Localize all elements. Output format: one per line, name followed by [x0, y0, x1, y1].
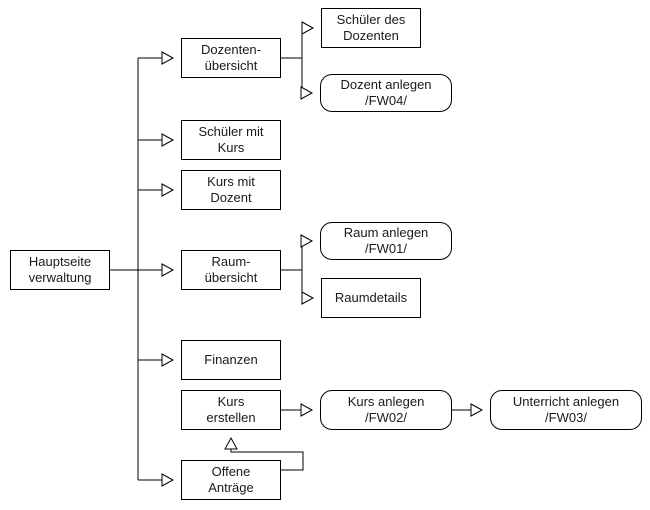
node-label-schueler_kurs: Schüler mit Kurs [198, 124, 264, 155]
edge-kurs-erstellen-kurs-anlegen [281, 403, 314, 417]
edge-raum-raumdetails [301, 291, 315, 305]
node-hauptseite[interactable]: Hauptseite verwaltung [10, 250, 110, 290]
edge-kurs-erstellen-kurs-anlegen-arrowhead [300, 403, 314, 417]
edge-trunk-dozenten-arrowhead [161, 51, 175, 65]
node-raum[interactable]: Raum- übersicht [181, 250, 281, 290]
node-label-raumdetails: Raumdetails [334, 290, 408, 305]
node-raumdetails[interactable]: Raumdetails [321, 278, 421, 318]
node-label-offene: Offene Anträge [208, 464, 254, 495]
node-unterricht[interactable]: Unterricht anlegen /FW03/ [490, 390, 642, 430]
node-raum_anlegen[interactable]: Raum anlegen /FW01/ [320, 222, 452, 260]
node-label-dozent_anlegen: Dozent anlegen /FW04/ [340, 77, 432, 108]
edge-trunk-offene-arrowhead [161, 473, 175, 487]
node-label-hauptseite: Hauptseite verwaltung [28, 254, 92, 285]
edge-trunk-finanzen [138, 353, 175, 367]
edge-dozenten-schueler-des-arrowhead [301, 21, 315, 35]
edge-dozenten-dozent-anlegen [300, 86, 314, 100]
edge-offene-kurs-erstellen-arrowhead [224, 436, 238, 450]
edge-dozenten-dozent-anlegen-arrowhead [300, 86, 314, 100]
edge-dozenten-schueler-des [301, 21, 315, 35]
node-offene[interactable]: Offene Anträge [181, 460, 281, 500]
edge-raum-raum-anlegen-arrowhead [300, 234, 314, 248]
node-schueler_des[interactable]: Schüler des Dozenten [321, 8, 421, 48]
edge-trunk-kurs-dozent [138, 183, 175, 197]
node-label-raum_anlegen: Raum anlegen /FW01/ [343, 225, 429, 256]
node-kurs_dozent[interactable]: Kurs mit Dozent [181, 170, 281, 210]
edge-trunk-schueler-kurs-arrowhead [161, 133, 175, 147]
node-dozenten[interactable]: Dozenten- übersicht [181, 38, 281, 78]
edge-kurs-anlegen-unterricht-arrowhead [470, 403, 484, 417]
node-label-kurs_dozent: Kurs mit Dozent [207, 174, 255, 205]
node-label-raum: Raum- übersicht [204, 254, 258, 285]
edge-trunk-kurs-dozent-arrowhead [161, 183, 175, 197]
node-label-dozenten: Dozenten- übersicht [201, 42, 261, 73]
edge-trunk-raum [138, 263, 175, 277]
node-label-finanzen: Finanzen [204, 352, 258, 367]
node-finanzen[interactable]: Finanzen [181, 340, 281, 380]
node-dozent_anlegen[interactable]: Dozent anlegen /FW04/ [320, 74, 452, 112]
node-schueler_kurs[interactable]: Schüler mit Kurs [181, 120, 281, 160]
node-kurs_anlegen[interactable]: Kurs anlegen /FW02/ [320, 390, 452, 430]
edge-kurs-anlegen-unterricht [452, 403, 484, 417]
edge-trunk-schueler-kurs [138, 133, 175, 147]
edge-trunk-offene [138, 473, 175, 487]
node-label-kurs_erstellen: Kurs erstellen [206, 394, 256, 425]
edge-raum-raumdetails-arrowhead [301, 291, 315, 305]
edge-trunk-finanzen-arrowhead [161, 353, 175, 367]
node-label-unterricht: Unterricht anlegen /FW03/ [512, 394, 620, 425]
edge-trunk-raum-arrowhead [161, 263, 175, 277]
node-label-schueler_des: Schüler des Dozenten [336, 12, 406, 43]
edge-trunk-dozenten [138, 51, 175, 65]
node-kurs_erstellen[interactable]: Kurs erstellen [181, 390, 281, 430]
node-label-kurs_anlegen: Kurs anlegen /FW02/ [347, 394, 425, 425]
edge-raum-raum-anlegen [300, 234, 314, 248]
